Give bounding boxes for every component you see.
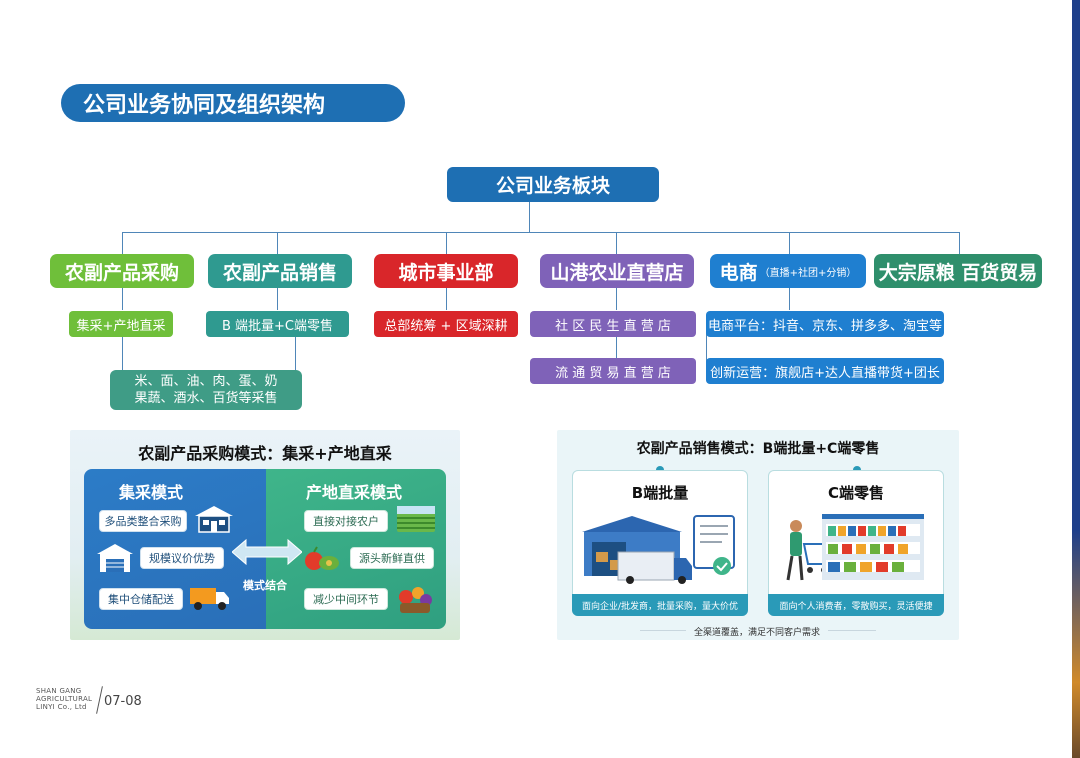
connector: [122, 288, 123, 310]
farm-field-icon: [397, 506, 435, 536]
tag-multi-category: 多品类整合采购: [99, 510, 187, 532]
truck-icon: [189, 583, 231, 617]
double-arrow-icon: [232, 538, 302, 570]
tag-direct-farmers: 直接对接农户: [304, 510, 388, 532]
tag-fewer-steps: 减少中间环节: [304, 588, 388, 610]
warehouse-icon: [96, 542, 134, 578]
footer-company: SHAN GANG AGRICULTURAL LINYI Co., Ltd: [36, 687, 92, 711]
central-purchase-title: 集采模式: [119, 479, 183, 503]
segment-agri-purchase: 农副产品采购: [50, 254, 194, 288]
segment-bulk-grain: 大宗原粮 百货贸易: [874, 254, 1042, 288]
purchase-detail-box: 米、面、油、肉、蛋、奶 果蔬、酒水、百货等采售: [110, 370, 302, 410]
sub-ecommerce-ops: 创新运营：旗舰店+达人直播带货+团长: [706, 358, 944, 384]
page-number: 07-08: [104, 694, 142, 709]
tag-bargaining: 规模议价优势: [140, 547, 224, 569]
footer-company-line3: LINYI Co., Ltd: [36, 703, 92, 711]
segment-direct-stores: 山港农业直营店: [540, 254, 694, 288]
sub-city-mode: 总部统筹 + 区域深耕: [374, 311, 518, 337]
connector: [446, 232, 447, 254]
c-retail-desc: 面向个人消费者，零散购买，灵活便捷: [768, 594, 944, 616]
c-retail-title: C端零售: [768, 482, 944, 503]
connector: [122, 232, 959, 233]
org-root: 公司业务板块: [447, 167, 659, 202]
direct-purchase-title: 产地直采模式: [306, 479, 402, 503]
connector: [277, 232, 278, 254]
connector: [529, 202, 530, 232]
b-wholesale-desc: 面向企业/批发商，批量采购，量大价优: [572, 594, 748, 616]
sales-panel-title: 农副产品销售模式：B端批量+C端零售: [557, 438, 959, 458]
house-icon: [193, 504, 235, 538]
segment-ecommerce-note: （直播+社团+分销）: [760, 264, 857, 279]
b-wholesale-title: B端批量: [572, 482, 748, 503]
footer-company-line1: SHAN GANG: [36, 687, 92, 695]
connector: [789, 288, 790, 310]
connector: [616, 232, 617, 254]
connector: [616, 336, 617, 358]
footer-company-line2: AGRICULTURAL: [36, 695, 92, 703]
tag-fresh-source: 源头新鲜直供: [350, 547, 434, 569]
sub-purchase-mode: 集采+产地直采: [69, 311, 173, 337]
sub-sales-mode: B 端批量+C端零售: [206, 311, 349, 337]
page-title: 公司业务协同及组织架构: [61, 84, 405, 122]
sales-panel-footer: 全渠道覆盖，满足不同客户需求: [686, 625, 828, 638]
connector: [295, 337, 296, 373]
produce-basket-icon: [396, 583, 434, 619]
purchase-panel-title: 农副产品采购模式：集采+产地直采: [70, 440, 460, 464]
connector: [446, 288, 447, 310]
connector: [122, 232, 123, 254]
vegetables-icon: [302, 544, 342, 578]
warehouse-truck-icon: [582, 512, 738, 588]
segment-agri-sales: 农副产品销售: [208, 254, 352, 288]
segment-city-division: 城市事业部: [374, 254, 518, 288]
edge-strip: [1072, 0, 1080, 758]
sub-ecommerce-platforms: 电商平台：抖音、京东、拼多多、淘宝等: [706, 311, 944, 337]
segment-ecommerce: 电商 （直播+社团+分销）: [710, 254, 866, 288]
footer-slash: [96, 686, 103, 714]
shopper-shelf-icon: [782, 510, 928, 588]
sub-community-store: 社 区 民 生 直 营 店: [530, 311, 696, 337]
sub-trade-store: 流 通 贸 易 直 营 店: [530, 358, 696, 384]
connector: [122, 337, 123, 373]
segment-ecommerce-label: 电商: [720, 258, 758, 285]
mode-combine-label: 模式结合: [243, 577, 287, 593]
connector: [789, 232, 790, 254]
tag-storage: 集中仓储配送: [99, 588, 183, 610]
connector: [959, 232, 960, 254]
connector: [277, 288, 278, 310]
connector: [616, 288, 617, 310]
